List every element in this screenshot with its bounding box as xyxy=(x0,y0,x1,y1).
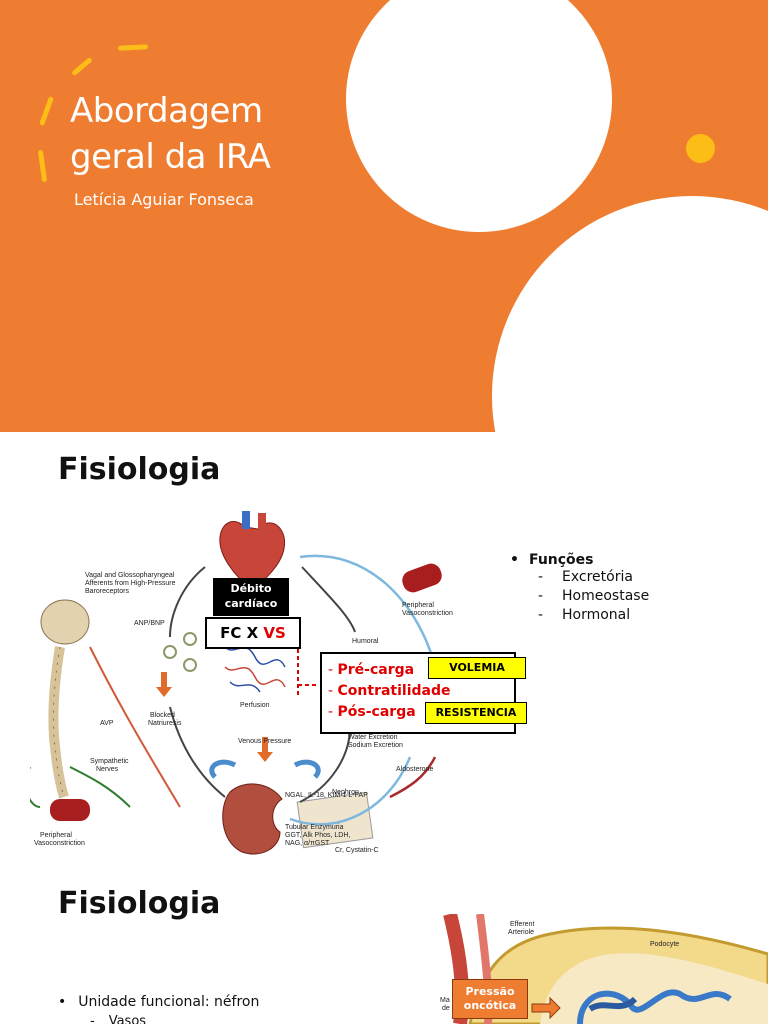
svg-text:Natriuresis: Natriuresis xyxy=(148,720,182,727)
slide-heading: Fisiologia xyxy=(58,452,221,487)
hr-sv-box: FC X VS xyxy=(205,617,301,649)
title-line-2: geral da IRA xyxy=(70,137,271,177)
kidney-icon xyxy=(222,783,374,855)
list-item: Pré-carga xyxy=(328,660,451,681)
list-item: Pós-carga xyxy=(328,702,451,723)
list-item: Homeostase xyxy=(538,587,649,606)
cardiac-output-box: Débito cardíaco xyxy=(213,578,289,616)
label-humoral: Humoral xyxy=(352,638,379,645)
presentation-title: Abordagem geral da IRA xyxy=(70,88,271,180)
list-item: Excretória xyxy=(538,568,649,587)
label-nephron: Nephron xyxy=(332,789,359,796)
capillary-network xyxy=(224,646,286,693)
decorative-yellow-dot xyxy=(686,134,715,163)
label-avp: AVP xyxy=(100,720,114,727)
svg-text:NAG, α/πGST: NAG, α/πGST xyxy=(285,840,330,847)
nephron-bullet: Unidade funcional: néfron xyxy=(58,994,259,1010)
svg-text:GGT, Alk Phos, LDH,: GGT, Alk Phos, LDH, xyxy=(285,832,350,839)
title-line-1: Abordagem xyxy=(70,91,263,131)
decorative-arc-segment xyxy=(71,56,93,77)
author-name: Letícia Aguiar Fonseca xyxy=(74,190,254,209)
label-blocked: Blocked xyxy=(150,712,175,719)
slide-heading: Fisiologia xyxy=(58,886,221,921)
capillary-loops xyxy=(577,989,732,1024)
determinants-list: Pré-carga Contratilidade Pós-carga xyxy=(328,660,451,723)
title-slide: Abordagem geral da IRA Letícia Aguiar Fo… xyxy=(0,0,768,432)
svg-text:Afferents from High-Pressure: Afferents from High-Pressure xyxy=(85,580,176,587)
vessels-sub-bullet: Vasos xyxy=(90,1014,146,1024)
svg-text:Vasoconstriction: Vasoconstriction xyxy=(402,610,453,617)
label-biomarkers: NGAL, IL-18, KIM-1 L-FAP xyxy=(285,792,368,799)
label-venous: Venous Pressure xyxy=(238,738,291,745)
resistencia-tag: RESISTENCIA xyxy=(425,702,527,724)
sv-label: VS xyxy=(263,624,286,642)
oncotic-pressure-label: Pressão oncótica xyxy=(452,979,528,1019)
label-efferent: Efferent xyxy=(510,921,534,928)
nephron-slide: Fisiologia Efferent Arteriole Podocyte M… xyxy=(0,864,768,1024)
decorative-circle-large xyxy=(346,0,612,232)
label-cystatin: Cr, Cystatin-C xyxy=(335,847,379,854)
list-item: Contratilidade xyxy=(328,681,451,702)
label-aldosterone: Aldosterone xyxy=(396,766,433,773)
label-peripheral-right: Peripheral xyxy=(402,602,434,609)
decorative-circle-right xyxy=(492,196,768,432)
svg-text:Vasoconstriction: Vasoconstriction xyxy=(34,840,85,847)
cardiorenal-diagram: Vagal and Glossopharyngeal Afferents fro… xyxy=(30,511,453,855)
list-item: Hormonal xyxy=(538,606,649,625)
label-ma: Ma xyxy=(440,997,450,1004)
volemia-tag: VOLEMIA xyxy=(428,657,526,679)
label-baroreceptors: Vagal and Glossopharyngeal xyxy=(85,572,175,579)
functions-list: Funções Excretória Homeostase Hormonal xyxy=(510,552,649,625)
decorative-arc-segment xyxy=(39,96,54,126)
svg-text:Tubular Enzymuria: Tubular Enzymuria xyxy=(285,824,344,831)
label-anp: ANP/BNP xyxy=(134,620,165,627)
vessel-icon xyxy=(402,563,442,593)
label-water: Water Excretion xyxy=(348,734,398,741)
vessel-icon xyxy=(50,799,90,821)
label-perfusion: Perfusion xyxy=(240,702,270,709)
hr-label: FC X xyxy=(220,624,259,642)
svg-text:Nerves: Nerves xyxy=(96,766,119,773)
physiology-slide: Fisiologia xyxy=(0,432,768,864)
svg-text:Arteriole: Arteriole xyxy=(508,929,534,936)
label-sympathetic: Sympathetic xyxy=(90,758,129,765)
svg-text:Sodium Excretion: Sodium Excretion xyxy=(348,742,403,749)
svg-text:Baroreceptors: Baroreceptors xyxy=(85,588,129,595)
label-podocyte: Podocyte xyxy=(650,941,679,948)
label-peripheral-left: Peripheral xyxy=(40,832,72,839)
svg-text:de: de xyxy=(442,1005,450,1012)
glomerulus-illustration: Efferent Arteriole Podocyte Ma de xyxy=(440,914,768,1024)
skeleton-icon xyxy=(40,599,90,799)
decorative-arc-segment xyxy=(37,149,48,183)
functions-heading: Funções xyxy=(510,552,649,568)
decorative-arc-segment xyxy=(117,44,149,51)
